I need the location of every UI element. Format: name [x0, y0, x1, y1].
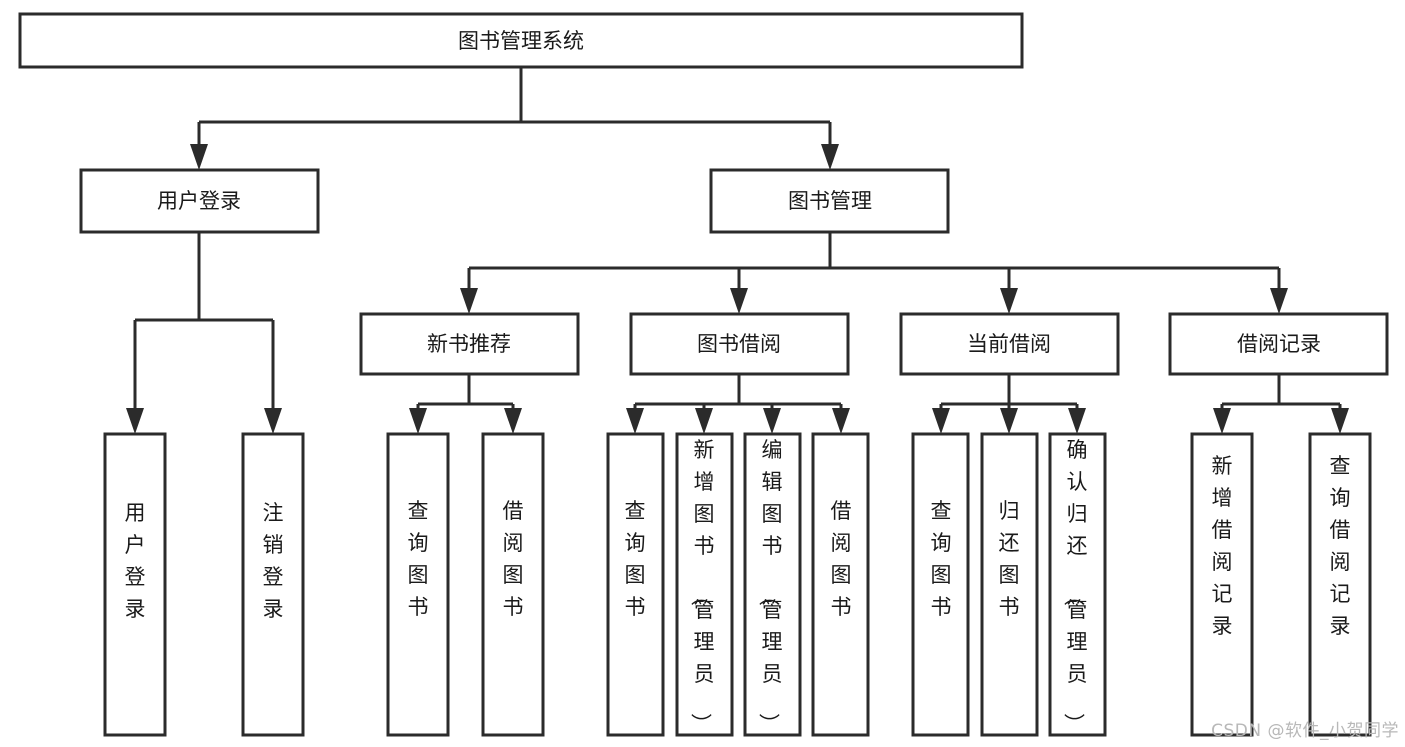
node-leaf-borrow-record-1[interactable]: 查询借阅记录	[1308, 432, 1372, 737]
arrow-book-borrow-leaf-3-icon	[832, 408, 850, 434]
node-leaf-book-borrow-3-label: 借阅图书	[831, 499, 852, 619]
arrow-book-manage-to-current-borrow-icon	[1000, 288, 1018, 314]
node-leaf-current-borrow-2-box[interactable]	[1048, 432, 1107, 737]
node-leaf-book-borrow-1-box[interactable]	[675, 432, 734, 737]
arrow-root-to-book-manage-icon	[821, 144, 839, 170]
node-borrow-record-box[interactable]	[1168, 312, 1389, 376]
connector-group-book-borrow	[626, 374, 850, 434]
node-leaf-user-login-0[interactable]: 用户登录	[103, 432, 167, 737]
arrow-user-login-leaf-1-icon	[264, 408, 282, 434]
node-new-book-box[interactable]	[359, 312, 580, 376]
arrow-new-book-leaf-0-icon	[409, 408, 427, 434]
arrow-book-borrow-leaf-0-icon	[626, 408, 644, 434]
node-leaf-book-borrow-3[interactable]: 借阅图书	[811, 432, 870, 737]
node-leaf-book-borrow-2-box[interactable]	[743, 432, 802, 737]
arrow-book-borrow-leaf-1-icon	[695, 408, 713, 434]
node-user-login-label: 用户登录	[157, 189, 241, 213]
node-leaf-current-borrow-0-label: 查询图书	[931, 499, 952, 619]
node-leaf-book-borrow-0[interactable]: 查询图书	[606, 432, 665, 737]
connector-group-borrow-record	[1213, 374, 1349, 434]
connector-group-user-login	[126, 232, 282, 434]
node-root-box[interactable]	[18, 12, 1024, 69]
node-current-borrow[interactable]: 当前借阅	[899, 312, 1120, 376]
node-book-manage-box[interactable]	[709, 168, 950, 234]
node-current-borrow-box[interactable]	[899, 312, 1120, 376]
node-leaf-new-book-0-label: 查询图书	[408, 499, 429, 619]
node-leaf-borrow-record-1-box[interactable]	[1308, 432, 1372, 737]
csdn-watermark: CSDN @软件_小贺同学	[1211, 721, 1399, 741]
node-leaf-user-login-0-box[interactable]	[103, 432, 167, 737]
node-leaf-new-book-1[interactable]: 借阅图书	[481, 432, 545, 737]
node-root[interactable]: 图书管理系统	[18, 12, 1024, 69]
arrow-root-to-user-login-icon	[190, 144, 208, 170]
node-leaf-user-login-0-label: 用户登录	[125, 501, 146, 621]
node-leaf-book-borrow-1-label: 新增图书（管理员）	[689, 438, 715, 734]
arrow-book-manage-to-borrow-record-icon	[1270, 288, 1288, 314]
node-book-borrow-box[interactable]	[629, 312, 850, 376]
node-new-book[interactable]: 新书推荐	[359, 312, 580, 376]
arrow-book-borrow-leaf-2-icon	[763, 408, 781, 434]
node-leaf-current-borrow-2-label: 确认归还（管理员）	[1062, 438, 1088, 734]
node-leaf-borrow-record-0-label: 新增借阅记录	[1212, 454, 1233, 638]
arrow-current-borrow-leaf-0-icon	[932, 408, 950, 434]
node-leaf-user-login-1-label: 注销登录	[263, 501, 284, 621]
arrow-user-login-leaf-0-icon	[126, 408, 144, 434]
node-leaf-new-book-1-label: 借阅图书	[503, 499, 524, 619]
node-leaf-current-borrow-0-box[interactable]	[911, 432, 970, 737]
node-leaf-book-borrow-0-box[interactable]	[606, 432, 665, 737]
arrow-current-borrow-leaf-2-icon	[1068, 408, 1086, 434]
node-leaf-new-book-1-box[interactable]	[481, 432, 545, 737]
node-leaf-borrow-record-0-box[interactable]	[1190, 432, 1254, 737]
node-leaf-user-login-1[interactable]: 注销登录	[241, 432, 305, 737]
node-leaf-book-borrow-3-box[interactable]	[811, 432, 870, 737]
arrow-new-book-leaf-1-icon	[504, 408, 522, 434]
node-leaf-book-borrow-1[interactable]: 新增图书（管理员）	[675, 432, 734, 737]
node-leaf-current-borrow-1[interactable]: 归还图书	[980, 432, 1039, 737]
node-borrow-record[interactable]: 借阅记录	[1168, 312, 1389, 376]
node-leaf-borrow-record-0[interactable]: 新增借阅记录	[1190, 432, 1254, 737]
node-book-manage[interactable]: 图书管理	[709, 168, 950, 234]
node-borrow-record-label: 借阅记录	[1237, 332, 1321, 356]
node-new-book-label: 新书推荐	[427, 332, 511, 356]
node-leaf-current-borrow-1-label: 归还图书	[999, 499, 1020, 619]
node-leaf-current-borrow-2[interactable]: 确认归还（管理员）	[1048, 432, 1107, 737]
node-book-borrow[interactable]: 图书借阅	[629, 312, 850, 376]
node-root-label: 图书管理系统	[458, 29, 584, 53]
connector-group-root	[190, 67, 839, 170]
node-current-borrow-label: 当前借阅	[967, 332, 1051, 356]
node-leaf-book-borrow-2-label: 编辑图书（管理员）	[757, 438, 783, 734]
arrow-borrow-record-leaf-0-icon	[1213, 408, 1231, 434]
node-leaf-current-borrow-0[interactable]: 查询图书	[911, 432, 970, 737]
arrow-current-borrow-leaf-1-icon	[1000, 408, 1018, 434]
node-book-borrow-label: 图书借阅	[697, 332, 781, 356]
node-leaf-book-borrow-0-label: 查询图书	[625, 499, 646, 619]
arrow-borrow-record-leaf-1-icon	[1331, 408, 1349, 434]
node-leaf-user-login-1-box[interactable]	[241, 432, 305, 737]
connector-group-current-borrow	[932, 374, 1086, 434]
node-leaf-current-borrow-1-box[interactable]	[980, 432, 1039, 737]
connector-group-new-book	[409, 374, 522, 434]
node-user-login[interactable]: 用户登录	[79, 168, 320, 234]
node-user-login-box[interactable]	[79, 168, 320, 234]
node-leaf-new-book-0[interactable]: 查询图书	[386, 432, 450, 737]
node-leaf-book-borrow-2[interactable]: 编辑图书（管理员）	[743, 432, 802, 737]
node-book-manage-label: 图书管理	[788, 189, 872, 213]
arrow-book-manage-to-book-borrow-icon	[730, 288, 748, 314]
node-leaf-borrow-record-1-label: 查询借阅记录	[1330, 454, 1351, 638]
connector-group-book-manage	[460, 232, 1288, 314]
node-leaf-new-book-0-box[interactable]	[386, 432, 450, 737]
arrow-book-manage-to-new-book-icon	[460, 288, 478, 314]
